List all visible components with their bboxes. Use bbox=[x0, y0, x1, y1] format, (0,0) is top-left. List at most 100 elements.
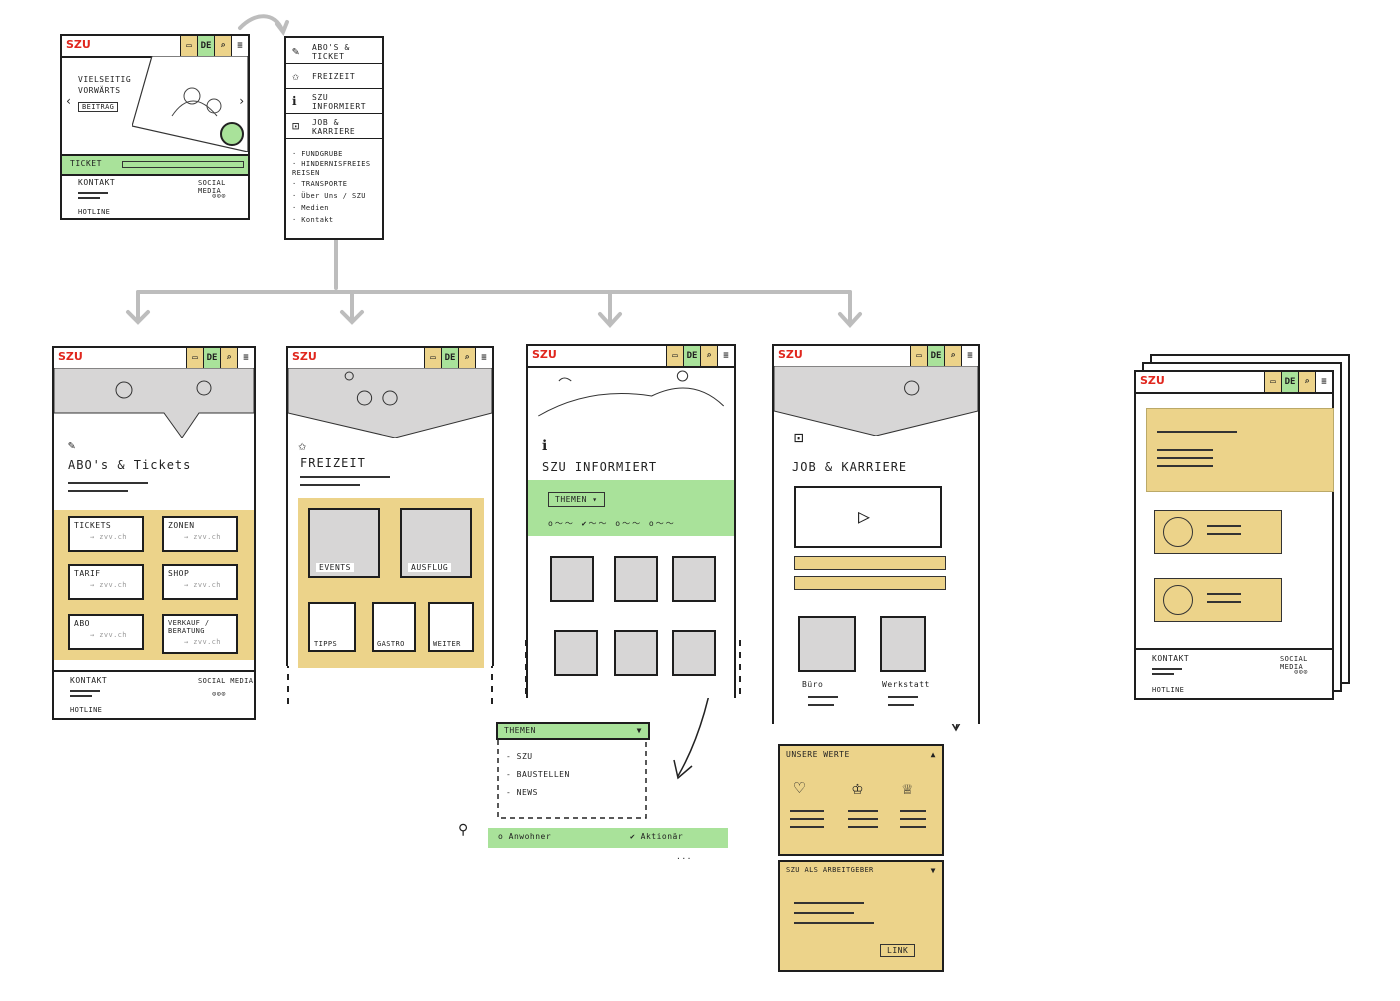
szu-logo[interactable]: SZU bbox=[778, 348, 803, 361]
contact-card[interactable] bbox=[1154, 578, 1282, 622]
language-switch[interactable]: DE bbox=[1281, 372, 1298, 392]
language-switch[interactable]: DE bbox=[203, 348, 220, 368]
menu-icon[interactable]: ≡ bbox=[961, 346, 978, 366]
footer-social[interactable]: SOCIAL MEDIA bbox=[198, 179, 226, 195]
page-title: FREIZEIT bbox=[300, 456, 366, 470]
hero-headline: VIELSEITIG VORWÄRTS bbox=[78, 75, 132, 95]
tile-ausflug[interactable]: AUSFLUG bbox=[400, 508, 472, 578]
szu-logo[interactable]: SZU bbox=[1140, 374, 1165, 387]
szu-logo[interactable]: SZU bbox=[292, 350, 317, 363]
menu-icon[interactable]: ≡ bbox=[231, 36, 248, 56]
ticket-icon[interactable]: ▭ bbox=[1264, 372, 1281, 392]
language-switch[interactable]: DE bbox=[683, 346, 700, 366]
menu-item-informiert[interactable]: ℹ SZU INFORMIERT bbox=[286, 90, 382, 114]
ticket-icon[interactable]: ▭ bbox=[424, 348, 441, 368]
video-player[interactable]: ▷ bbox=[794, 486, 942, 548]
filter-icon: ⚲ bbox=[458, 822, 469, 838]
footer-kontakt[interactable]: KONTAKT bbox=[70, 676, 108, 685]
footer-hotline[interactable]: HOTLINE bbox=[78, 208, 111, 216]
heart-icon: ♡ bbox=[794, 778, 805, 799]
tile-zonen[interactable]: ZONEN→ zvv.ch bbox=[162, 516, 238, 552]
themen-option[interactable]: - SZU bbox=[506, 752, 533, 761]
tile-verkauf[interactable]: VERKAUF / BERATUNG→ zvv.ch bbox=[162, 614, 238, 654]
ticket-icon[interactable]: ▭ bbox=[666, 346, 683, 366]
tile-weiter[interactable]: WEITER bbox=[428, 602, 474, 652]
social-icons[interactable]: ⊙⊙⊙ bbox=[1294, 668, 1308, 676]
themen-option[interactable]: - BAUSTELLEN bbox=[506, 770, 570, 779]
footer-hotline[interactable]: HOTLINE bbox=[1152, 686, 1185, 694]
language-switch[interactable]: DE bbox=[927, 346, 944, 366]
search-icon[interactable]: ⌕ bbox=[220, 348, 237, 368]
menu-icon[interactable]: ≡ bbox=[475, 348, 492, 368]
submenu-item[interactable]: · FUNDGRUBE bbox=[292, 150, 343, 158]
menu-icon[interactable]: ≡ bbox=[1315, 372, 1332, 392]
tile-gastro[interactable]: GASTRO bbox=[372, 602, 416, 652]
arbeitgeber-title[interactable]: SZU ALS ARBEITGEBER bbox=[786, 866, 874, 874]
szu-logo[interactable]: SZU bbox=[58, 350, 83, 363]
accordion-item[interactable] bbox=[794, 556, 946, 570]
ticket-bar[interactable]: TICKET bbox=[62, 154, 248, 176]
ticket-icon[interactable]: ▭ bbox=[180, 36, 197, 56]
caret-up-icon[interactable]: ▲ bbox=[930, 750, 936, 759]
radio-anwohner[interactable]: o Anwohner bbox=[498, 832, 552, 841]
carousel-prev-icon[interactable]: ‹ bbox=[65, 94, 73, 108]
footer-kontakt[interactable]: KONTAKT bbox=[1152, 654, 1190, 663]
social-icons[interactable]: ⊙⊙⊙ bbox=[212, 690, 226, 698]
themen-option[interactable]: - NEWS bbox=[506, 788, 538, 797]
submenu-item[interactable]: · Medien bbox=[292, 204, 329, 212]
menu-icon[interactable]: ≡ bbox=[717, 346, 734, 366]
radio-aktionaer[interactable]: ✔ Aktionär bbox=[630, 832, 684, 841]
language-switch[interactable]: DE bbox=[441, 348, 458, 368]
search-icon[interactable]: ⌕ bbox=[944, 346, 961, 366]
footer-social[interactable]: SOCIAL MEDIA bbox=[1280, 655, 1308, 671]
link-button[interactable]: LINK bbox=[880, 944, 916, 957]
person-thumb[interactable] bbox=[880, 616, 926, 672]
tile-tickets[interactable]: TICKETS→ zvv.ch bbox=[68, 516, 144, 552]
social-icons[interactable]: ⊙⊙⊙ bbox=[212, 192, 226, 200]
search-icon[interactable]: ⌕ bbox=[214, 36, 231, 56]
news-thumb[interactable] bbox=[672, 556, 716, 602]
ticket-icon[interactable]: ▭ bbox=[910, 346, 927, 366]
person-thumb[interactable] bbox=[798, 616, 856, 672]
accordion-item[interactable] bbox=[794, 576, 946, 590]
search-icon[interactable]: ⌕ bbox=[700, 346, 717, 366]
news-thumb[interactable] bbox=[550, 556, 594, 602]
submenu-item[interactable]: · HINDERNISFREIES REISEN bbox=[292, 160, 371, 177]
submenu-item[interactable]: · Über Uns / SZU bbox=[292, 192, 366, 200]
search-icon[interactable]: ⌕ bbox=[458, 348, 475, 368]
tile-events[interactable]: EVENTS bbox=[308, 508, 380, 578]
contact-card[interactable] bbox=[1154, 510, 1282, 554]
menu-item-abos[interactable]: ✎ ABO'S & TICKET bbox=[286, 40, 382, 64]
footer-social[interactable]: SOCIAL MEDIA bbox=[198, 677, 254, 685]
tile-shop[interactable]: SHOP→ zvv.ch bbox=[162, 564, 238, 600]
news-thumb[interactable] bbox=[672, 630, 716, 676]
werte-panel: UNSERE WERTE ▲ ♡ ♔ ♕ bbox=[778, 744, 944, 856]
news-thumb[interactable] bbox=[614, 630, 658, 676]
footer-kontakt[interactable]: KONTAKT bbox=[78, 178, 116, 187]
ticket-inputs[interactable] bbox=[122, 161, 244, 168]
news-thumb[interactable] bbox=[554, 630, 598, 676]
caret-down-icon[interactable]: ▼ bbox=[930, 866, 936, 875]
menu-icon[interactable]: ≡ bbox=[237, 348, 254, 368]
tile-tipps[interactable]: TIPPS bbox=[308, 602, 356, 652]
szu-logo[interactable]: SZU bbox=[532, 348, 557, 361]
submenu-item[interactable]: · TRANSPORTE bbox=[292, 180, 348, 188]
szu-logo[interactable]: SZU bbox=[66, 38, 91, 51]
person-label-buero: Büro bbox=[802, 680, 824, 689]
menu-item-job[interactable]: ⊡ JOB & KARRIERE bbox=[286, 115, 382, 139]
news-thumb[interactable] bbox=[614, 556, 658, 602]
language-switch[interactable]: DE bbox=[197, 36, 214, 56]
submenu-item[interactable]: · Kontakt bbox=[292, 216, 334, 224]
filter-options[interactable]: o〜〜 ✔〜〜 o〜〜 o〜〜 bbox=[548, 519, 676, 528]
tile-tarif[interactable]: TARIF→ zvv.ch bbox=[68, 564, 144, 600]
tile-abo[interactable]: ABO→ zvv.ch bbox=[68, 614, 144, 650]
search-icon[interactable]: ⌕ bbox=[1298, 372, 1315, 392]
menu-item-freizeit[interactable]: ✩ FREIZEIT bbox=[286, 65, 382, 89]
beitrag-button[interactable]: BEITRAG bbox=[78, 102, 119, 112]
carousel-next-icon[interactable]: › bbox=[238, 94, 246, 108]
werte-title[interactable]: UNSERE WERTE bbox=[786, 750, 850, 759]
ticket-icon[interactable]: ▭ bbox=[186, 348, 203, 368]
themen-dropdown-header[interactable]: THEMEN ▼ bbox=[496, 722, 650, 740]
themen-dropdown[interactable]: THEMEN ▾ bbox=[548, 492, 605, 507]
footer-hotline[interactable]: HOTLINE bbox=[70, 706, 103, 714]
